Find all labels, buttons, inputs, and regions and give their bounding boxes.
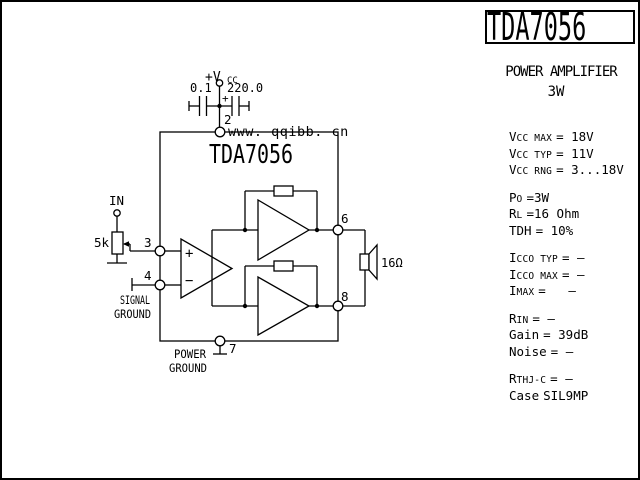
ic-body-outline (159, 131, 339, 342)
part-number-box: TDA7056 (485, 10, 635, 44)
cap2-polarity: + (222, 92, 229, 105)
feedback-resistor-lower (273, 260, 294, 272)
spec-po: PO=3W (509, 189, 550, 205)
panel-power-rating: 3W (547, 84, 565, 100)
vcc-terminal (215, 79, 224, 87)
pin6-label: 6 (341, 211, 349, 226)
spec-icco-typ: ICCO TYP= – (509, 250, 585, 266)
pin4-label: 4 (144, 268, 152, 283)
potentiometer-5k (111, 231, 124, 255)
spec-vcc-rng: VCC RNG= 3...18V (509, 162, 624, 178)
speaker-16ohm (359, 243, 378, 281)
feedback-resistor-upper (273, 185, 294, 197)
power-ground-label-2: GROUND (169, 361, 207, 375)
capacitor-220 (231, 96, 240, 116)
signal-ground-label-2: GROUND (114, 307, 151, 321)
amp-minus: − (185, 273, 193, 289)
spec-rthj-c: RTHJ-C= – (509, 371, 573, 387)
specs-panel: TDA7056 POWER AMPLIFIER 3W VCC MAX= 18V … (482, 2, 638, 478)
spec-gain: Gain= 39dB (509, 327, 589, 342)
spec-rin: RIN= – (509, 310, 555, 326)
upper-output-amp (257, 198, 311, 262)
pot-label: 5k (94, 235, 110, 250)
spec-rl: RL=16 Ohm (509, 206, 580, 222)
spec-vcc-max: VCC MAX= 18V (509, 129, 594, 145)
vcc-sub-label: CC (227, 76, 238, 86)
lower-output-amp (257, 275, 311, 337)
vcc-label: +V (205, 70, 221, 85)
speaker-label: 16Ω (381, 256, 403, 270)
signal-ground-label-1: SIGNAL (120, 293, 150, 307)
panel-subtitle: POWER AMPLIFIER (505, 64, 617, 80)
input-opamp (180, 237, 234, 300)
pin3-label: 3 (144, 235, 152, 250)
part-number: TDA7056 (487, 10, 587, 44)
capacitor-0.1 (198, 96, 208, 116)
spec-list: VCC MAX= 18V VCC TYP= 11V VCC RNG= 3...1… (509, 129, 638, 405)
spec-icco-max: ICCO MAX= – (509, 266, 585, 282)
spec-tdh: TDH= 10% (509, 222, 574, 238)
ic-label: TDA7056 (209, 140, 293, 170)
pin-8 (332, 300, 344, 312)
circuit-diagram: +V CC 0.1 220.0 + 2 www. qqibb. cn TDA70… (94, 70, 403, 375)
pin-7 (214, 335, 226, 347)
spec-vcc-typ: VCC TYP= 11V (509, 145, 594, 161)
input-terminal (113, 209, 121, 217)
pin7-label: 7 (229, 341, 237, 356)
pin-2 (214, 126, 226, 138)
cap2-value: 220.0 (227, 81, 263, 95)
pin8-label: 8 (341, 289, 349, 304)
watermark: www. qqibb. cn (228, 124, 349, 140)
pin-4 (154, 279, 166, 291)
cap1-value: 0.1 (190, 81, 212, 95)
pin2-label: 2 (224, 112, 232, 127)
potentiometer-wiper-arrow (123, 241, 129, 247)
junction-dots (217, 103, 320, 309)
amp-plus: + (185, 246, 193, 262)
spec-imax: IMAX= – (509, 283, 576, 299)
spec-noise: Noise= – (509, 343, 574, 359)
pin-6 (332, 224, 344, 236)
pin-3 (154, 245, 166, 257)
power-ground-label-1: POWER (174, 347, 206, 361)
input-label: IN (109, 193, 124, 208)
